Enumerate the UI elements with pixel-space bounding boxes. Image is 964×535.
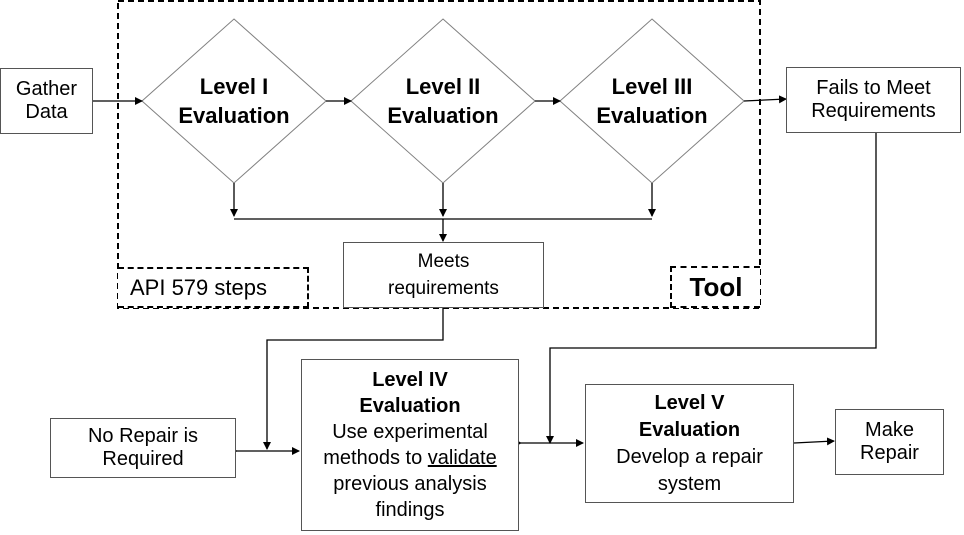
gather-data-line1: Gather [15, 78, 78, 100]
arrow-fails-down [546, 133, 877, 444]
make-repair-line2: Repair [860, 442, 919, 464]
level-1-title: Level I [199, 74, 269, 99]
level-4-line2-pre: methods to [323, 447, 428, 469]
level-4-subtitle: Evaluation [359, 395, 461, 417]
level-4-line3: previous analysis [333, 473, 487, 495]
level-5-title: Level V [654, 391, 725, 414]
level-3-subtitle: Evaluation [596, 103, 708, 128]
meets-box: Meets requirements [343, 242, 544, 308]
make-repair-box: Make Repair [835, 409, 944, 475]
arrow-level-3-to-fails [743, 95, 787, 104]
api-579-region [117, 0, 761, 309]
tool-tag: Tool [670, 266, 760, 308]
api-579-tag: API 579 steps [118, 267, 309, 308]
tool-label: Tool [689, 271, 743, 302]
level-4-validate: validate [427, 447, 497, 469]
level-3-title: Level III [611, 74, 693, 99]
level-5-line2: system [657, 472, 722, 495]
level-5-line1: Develop a repair [616, 445, 763, 468]
make-repair-line1: Make [865, 419, 914, 441]
meets-line2: requirements [388, 278, 499, 299]
fails-box: Fails to Meet Requirements [786, 67, 961, 133]
level-4-line1: Use experimental [332, 421, 488, 443]
level-1-subtitle: Evaluation [178, 103, 290, 128]
level-4-title: Level IV [372, 369, 448, 391]
level-2-title: Level II [405, 74, 481, 99]
arrow-level-5-to-make-repair [793, 437, 835, 446]
api-579-label: API 579 steps [130, 274, 267, 300]
fails-line1: Fails to Meet [816, 77, 931, 99]
level-4-box: Level IV Evaluation Use experimental met… [301, 359, 519, 531]
level-1-label: Level I Evaluation [154, 71, 314, 131]
arrow-meets-to-no-repair [263, 308, 444, 450]
level-2-subtitle: Evaluation [387, 103, 499, 128]
level-5-subtitle: Evaluation [638, 418, 741, 441]
meets-line1: Meets [417, 251, 470, 272]
level-4-line2: methods to validate [323, 445, 496, 471]
level-5-box: Level V Evaluation Develop a repair syst… [585, 384, 794, 503]
no-repair-line1: No Repair is [87, 425, 199, 447]
level-4-line4: findings [375, 499, 445, 521]
level-3-label: Level III Evaluation [572, 71, 732, 131]
level-2-label: Level II Evaluation [363, 71, 523, 131]
no-repair-box: No Repair is Required [50, 418, 236, 478]
fails-line2: Requirements [811, 100, 936, 122]
gather-data-line2: Data [25, 101, 68, 123]
no-repair-line2: Required [102, 448, 184, 470]
gather-data-box: Gather Data [0, 68, 93, 134]
